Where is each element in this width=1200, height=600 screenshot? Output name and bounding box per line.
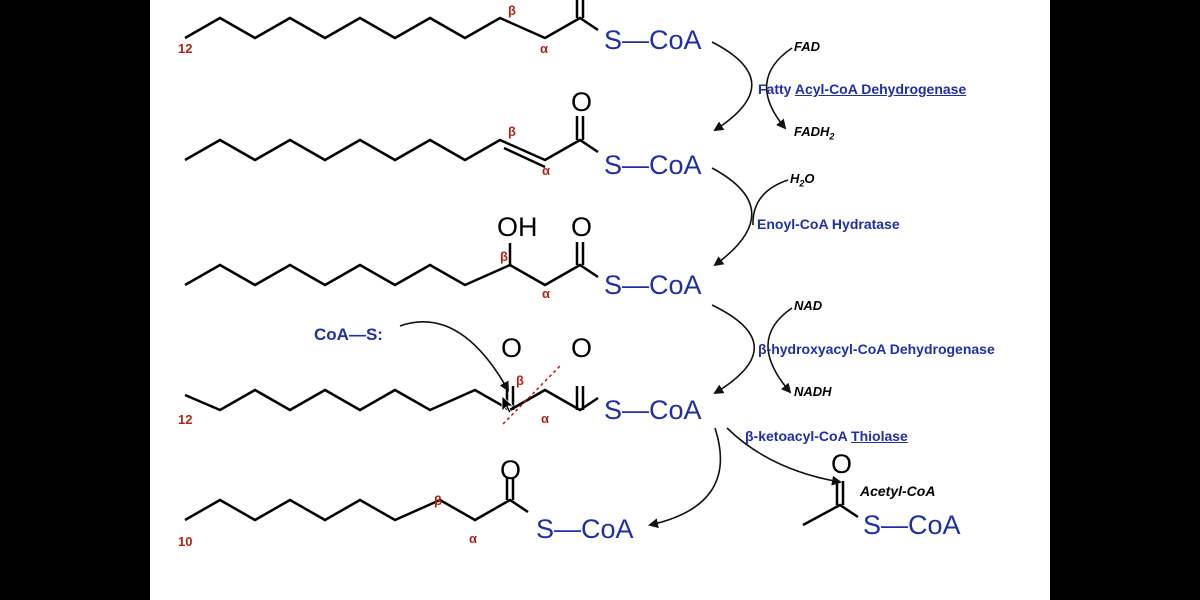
carbonyl-oxygen: O [500, 455, 522, 485]
acyl-coa-molecule [184, 0, 599, 40]
alpha-label: α [542, 286, 550, 301]
enoyl-coa-hydratase-enzyme: Enoyl-CoA Hydratase [757, 216, 900, 232]
enoyl-coa-molecule [184, 116, 599, 169]
step3-main-arrow [711, 304, 755, 395]
beta-label: β [434, 493, 442, 508]
coa-thiolate-nucleophile: CoA—S: [314, 325, 383, 344]
acyl-chain-bonds [184, 16, 599, 40]
thioester-coa-label: S—CoA [604, 270, 702, 300]
nad-cofactor: NAD [794, 298, 823, 313]
step3-cofactor-arrow [767, 307, 793, 394]
alpha-label: α [541, 411, 549, 426]
hydroxyacyl-coa-dehydrogenase-enzyme: β-hydroxyacyl-CoA Dehydrogenase [758, 341, 995, 357]
step4-arrows [648, 427, 842, 529]
slide-canvas [150, 0, 1050, 600]
carbonyl-oxygen: O [571, 87, 593, 117]
nucleophile-attack-arrow [399, 321, 509, 392]
fad-cofactor: FAD [794, 39, 820, 54]
nadh-cofactor: NADH [794, 384, 832, 399]
acetyl-bonds [802, 503, 859, 527]
step1-arrows [711, 41, 793, 132]
carbonyl-oxygen: O [571, 333, 593, 363]
alkene-double-bond [503, 146, 546, 169]
ketoacyl-coa-thiolase-enzyme: β-ketoacyl-CoA Thiolase [745, 428, 908, 444]
carbon-count-label: 12 [178, 412, 193, 427]
alpha-label: α [540, 41, 548, 56]
acyl-coa-dehydrogenase-enzyme: Fatty Acyl-CoA Dehydrogenase [758, 81, 967, 97]
thiolase-acetyl-arrow [726, 427, 842, 486]
step2-cofactor-arrow [752, 179, 789, 226]
enoyl-chain-bonds [184, 138, 599, 162]
cleavage-line [502, 365, 561, 425]
acetyl-coa-name: Acetyl-CoA [860, 483, 936, 499]
step1-main-arrow [711, 41, 753, 132]
keto-oxygen: O [501, 333, 523, 363]
acetyl-oxygen: O [831, 449, 853, 479]
acetyl-coa-molecule [802, 481, 859, 527]
thioester-coa-label: S—CoA [604, 395, 702, 425]
thioester-coa-label: S—CoA [604, 150, 702, 180]
water-cofactor: H2O [790, 171, 815, 189]
step2-arrows [711, 167, 789, 267]
beta-label: β [508, 124, 516, 139]
thioester-coa-label: S—CoA [604, 25, 702, 55]
carbon-count-label: 10 [178, 534, 193, 549]
alpha-label: α [542, 163, 550, 178]
shortened-acyl-coa-molecule [184, 478, 529, 522]
beta-label: β [516, 373, 524, 388]
hydroxyacyl-coa-molecule [184, 242, 599, 287]
thiolase-product-arrow [648, 427, 722, 529]
step1-cofactor-arrow [765, 47, 793, 130]
hydroxyl-group: OH [497, 212, 538, 242]
cursor-icon [501, 395, 515, 414]
acetyl-thioester-label: S—CoA [863, 510, 961, 540]
fadh2-cofactor: FADH2 [794, 124, 835, 142]
beta-label: β [500, 249, 508, 264]
carbonyl-oxygen: O [571, 212, 593, 242]
ketoacyl-coa-molecule [184, 365, 599, 425]
ketoacyl-chain-bonds [184, 388, 599, 412]
shortened-chain-bonds [184, 498, 529, 522]
beta-label: β [508, 3, 516, 18]
hydroxyacyl-chain-bonds [184, 263, 599, 287]
thioester-coa-label: S—CoA [536, 514, 634, 544]
carbon-count-label: 12 [178, 41, 193, 56]
step3-arrows [711, 304, 793, 395]
alpha-label: α [469, 531, 477, 546]
step2-main-arrow [711, 167, 753, 267]
